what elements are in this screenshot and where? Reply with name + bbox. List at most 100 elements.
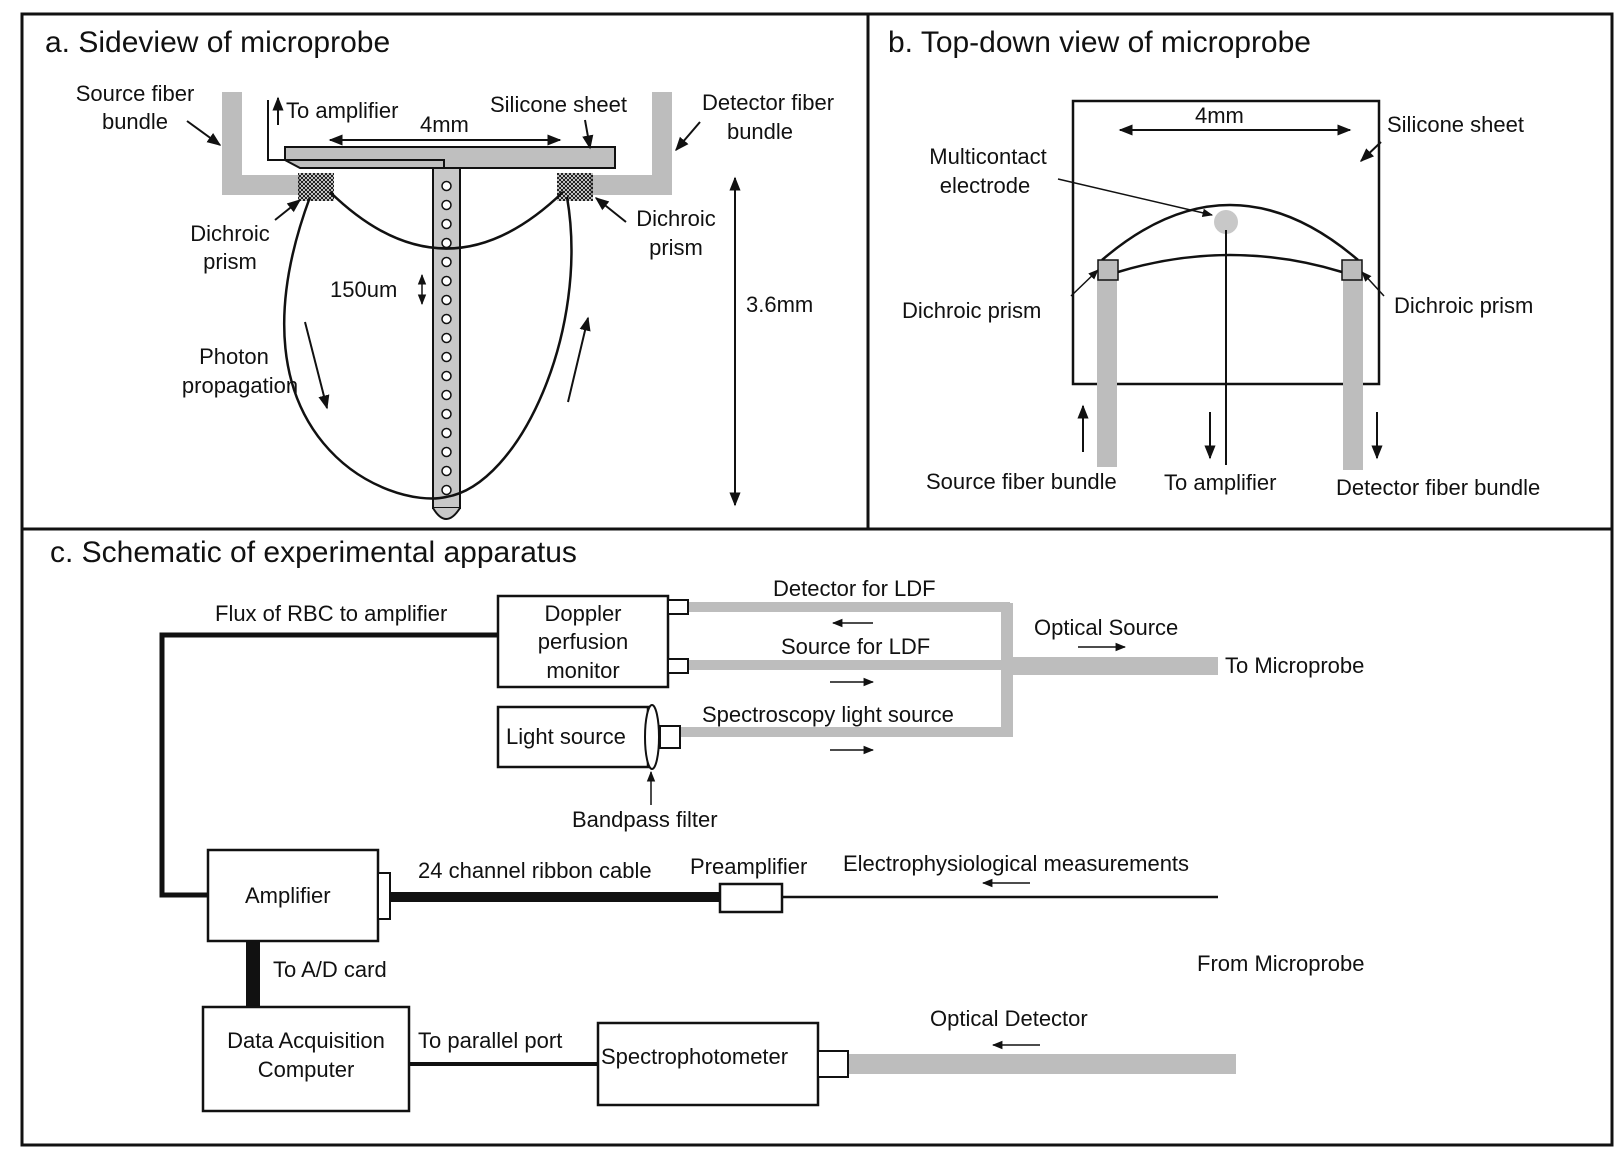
to-microprobe-label: To Microprobe [1225,653,1364,678]
electrode-contact [441,408,452,420]
bandpass-filter [644,704,660,770]
optical-detector-label: Optical Detector [930,1006,1088,1031]
amplifier-wire-a [267,100,445,168]
amplifier-port [377,872,391,920]
electrode-pointer [1057,178,1214,217]
prism-left-pointer-b [1070,269,1099,297]
silicone-sheet-label-a: Silicone sheet [490,92,627,117]
photon-arrow-up [567,316,591,403]
photon-label-1: Photon [199,344,269,369]
electrode-contact [441,237,452,249]
daq-label-2: Computer [258,1057,355,1082]
daq-label-1: Data Acquisition [227,1028,385,1053]
outer-arc [1101,203,1359,261]
prism-right-label-2: prism [649,235,703,260]
amplifier-label: Amplifier [245,883,331,908]
electrode-contact [441,389,452,401]
prism-right-pointer-b [1361,271,1385,297]
source-fiber-bundle [222,92,300,195]
source-fiber-top [1097,275,1117,467]
preamplifier-label: Preamplifier [690,854,807,879]
parallel-port-label: To parallel port [418,1028,562,1053]
silicone-pointer-b [1359,141,1382,162]
electrode-contact [441,446,452,458]
spectrophotometer-label: Spectrophotometer [601,1044,788,1069]
doppler-label-1: Doppler [544,601,621,626]
panel-c-schematic: c. Schematic of experimental apparatus [50,536,1364,1113]
doppler-monitor-box [496,594,670,689]
from-microprobe-label: From Microprobe [1197,951,1364,976]
electrode-contact [441,294,452,306]
preamplifier-box [718,882,784,914]
prism-left-pointer [274,199,302,221]
doppler-label-3: monitor [546,658,619,683]
daq-computer-box [201,1005,411,1113]
doppler-port-top [667,599,689,615]
detector-fiber-top [1343,275,1363,470]
multicontact-label-2: electrode [940,173,1031,198]
electrode-contact [441,199,452,211]
electrode-contact [441,332,452,344]
flux-wire [159,632,498,898]
panel-a-sideview: a. Sideview of microprobe [45,26,834,520]
panel-b-title: b. Top-down view of microprobe [888,26,1311,59]
flux-label: Flux of RBC to amplifier [215,601,447,626]
electrode-contact [441,218,452,230]
to-amplifier-label-b: To amplifier [1164,470,1276,495]
multicontact-label-1: Multicontact [929,144,1046,169]
electrode-contact [441,275,452,287]
figure-frame [20,12,1614,1147]
electrode-contact [441,313,452,325]
prism-right-label-1: Dichroic [636,206,715,231]
dichroic-prism-left-a [298,173,334,201]
doppler-label-2: perfusion [538,629,629,654]
detector-bundle-label-b: Detector fiber bundle [1336,475,1540,500]
source-bundle-pointer [186,120,222,146]
dichroic-prism-left-b [1097,259,1119,281]
ad-card-label: To A/D card [273,957,387,982]
detector-bundle-label-2: bundle [727,119,793,144]
panel-a-title: a. Sideview of microprobe [45,26,390,59]
inner-arc [1117,253,1343,274]
ribbon-cable-label: 24 channel ribbon cable [418,858,652,883]
prism-right-label-b: Dichroic prism [1394,293,1533,318]
electrode-contact [441,427,452,439]
deep-photon-path [283,196,573,500]
dichroic-prism-right-a [557,173,593,201]
short-photon-path [329,191,564,250]
detector-ldf-label: Detector for LDF [773,576,936,601]
source-ldf-label: Source for LDF [781,634,930,659]
electrode-contact [441,256,452,268]
electrode-contact [441,370,452,382]
to-amplifier-label-a: To amplifier [286,98,398,123]
width-4mm-label-b: 4mm [1195,103,1244,128]
spectrophotometer-port [817,1050,849,1078]
optical-source-label: Optical Source [1034,615,1178,640]
electrophys-label: Electrophysiological measurements [843,851,1189,876]
silicone-pointer-a [582,119,594,150]
electrode-contacts [441,180,452,496]
prism-left-label-1: Dichroic [190,221,269,246]
detector-bundle-label-1: Detector fiber [702,90,834,115]
depth-label: 3.6mm [746,292,813,317]
light-source-label: Light source [506,724,626,749]
prism-left-label-b: Dichroic prism [902,298,1041,323]
photon-label-2: propagation [182,373,298,398]
spacing-150um-label: 150um [330,277,397,302]
panel-b-topdown: b. Top-down view of microprobe 4mm Silic… [888,26,1540,500]
prism-right-pointer [594,197,627,223]
bandpass-label: Bandpass filter [572,807,718,832]
source-bundle-label-1: Source fiber [76,81,195,106]
electrode-contact [441,484,452,496]
dichroic-prism-right-b [1341,259,1363,281]
photon-arrow-down [304,321,330,410]
electrode-contact [441,465,452,477]
doppler-port-bottom [667,658,689,674]
source-bundle-label-b: Source fiber bundle [926,469,1117,494]
light-source-port [659,725,681,749]
spectroscopy-label: Spectroscopy light source [702,702,954,727]
panel-c-title: c. Schematic of experimental apparatus [50,536,577,569]
source-bundle-label-2: bundle [102,109,168,134]
prism-left-label-2: prism [203,249,257,274]
